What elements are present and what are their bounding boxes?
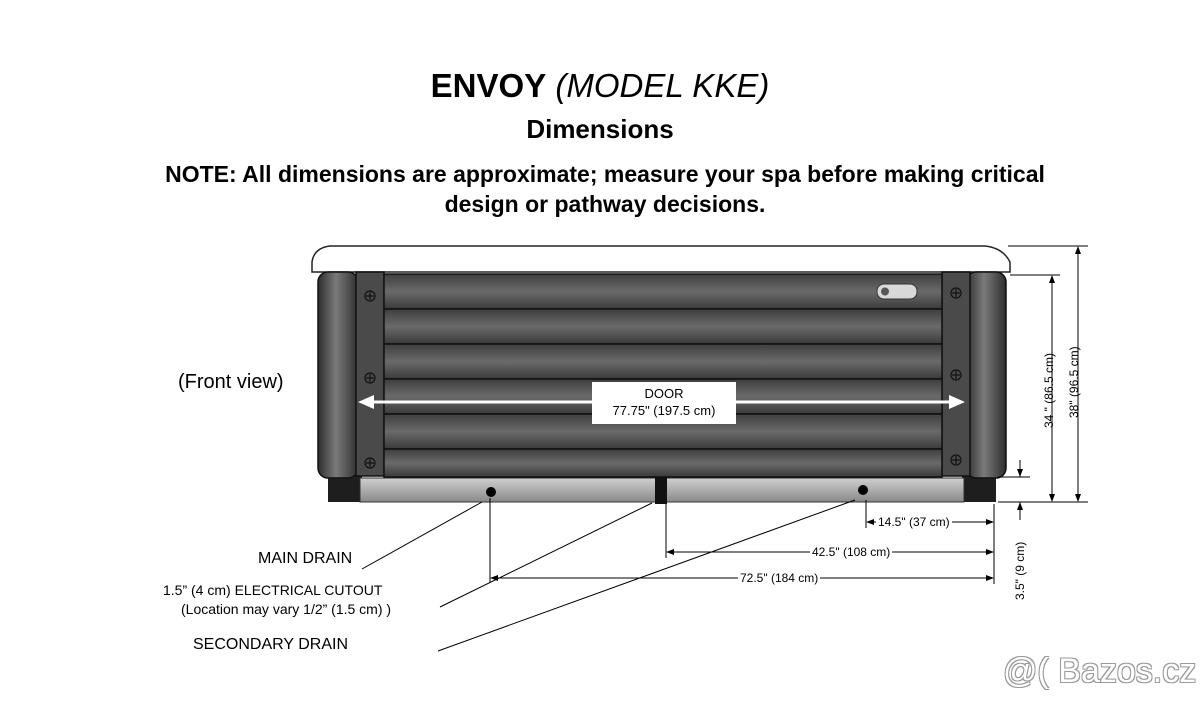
dim-total-height: 38" (96.5 cm)	[1067, 346, 1081, 418]
vertical-dimension-lines	[998, 245, 1088, 520]
electrical-cutout-note: (Location may vary 1/2” (1.5 cm) )	[181, 601, 392, 617]
leader-lines	[361, 499, 856, 652]
door-measurement: 77.75" (197.5 cm)	[612, 403, 716, 418]
main-drain-dot	[486, 487, 496, 497]
screws	[364, 287, 962, 469]
spa-base-right-foot	[962, 476, 996, 502]
left-corner-post	[317, 271, 359, 479]
view-label: (Front view)	[178, 371, 284, 393]
model-code: (MODEL KKE)	[555, 67, 770, 104]
dimensions-note: NOTE: All dimensions are approximate; me…	[165, 161, 1045, 217]
dim-main-to-edge: 72.5" (184 cm)	[738, 571, 821, 585]
door-label-box: DOOR 77.75" (197.5 cm)	[592, 382, 736, 424]
left-trim-strip	[355, 271, 385, 477]
page-subtitle: Dimensions	[526, 114, 674, 144]
dim-cutout-to-edge: 42.5" (108 cm)	[810, 545, 893, 559]
watermark: @( Bazos.cz	[1003, 652, 1197, 690]
electrical-cutout	[655, 476, 667, 504]
secondary-drain-dot	[858, 485, 868, 495]
model-name: ENVOY	[430, 67, 547, 104]
dim-cabinet-height: 34 " (86.5 cm)	[1042, 353, 1056, 428]
dim-secondary-to-edge: 14.5" (37 cm)	[876, 515, 952, 529]
control-badge	[876, 283, 918, 300]
door-label: DOOR	[644, 386, 684, 401]
spa-base-left-foot	[328, 476, 362, 502]
cabinet-panels	[383, 273, 943, 478]
right-corner-post	[965, 271, 1007, 479]
dim-base-height: 3.5" (9 cm)	[1013, 541, 1027, 600]
main-drain-label: MAIN DRAIN	[258, 550, 353, 567]
secondary-drain-label: SECONDARY DRAIN	[193, 636, 348, 653]
spa-top-cap	[311, 245, 1011, 273]
electrical-cutout-label: 1.5” (4 cm) ELECTRICAL CUTOUT	[163, 582, 383, 598]
page-title: ENVOY (MODEL KKE)	[0, 66, 1200, 106]
